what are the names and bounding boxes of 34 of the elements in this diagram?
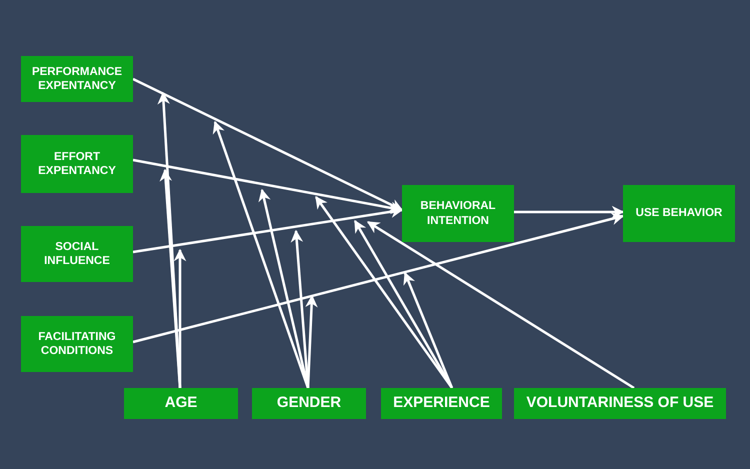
construct-box [21,56,133,102]
construct-box [402,185,514,242]
arrow [132,78,404,212]
construct-box [21,226,133,282]
construct-box [21,135,133,193]
construct-label: SOCIAL INFLUENCE [43,240,111,268]
arrow [403,272,454,388]
arrow [160,168,182,388]
arrow [305,294,318,388]
construct-label: PERFORMANCE EXPENTANCY [30,64,124,94]
arrow [132,158,404,214]
arrow [514,206,624,218]
arrow [132,206,404,254]
construct-box [21,316,133,372]
construct-box [514,388,726,419]
arrow [132,212,624,344]
arrow [258,188,310,388]
construct-label: FACILITATING CONDITIONS [37,330,117,358]
construct-box [124,388,238,419]
arrow [174,248,186,388]
construct-label: AGE [164,394,198,413]
arrow [212,120,310,388]
construct-label: EFFORT EXPENTANCY [37,150,117,178]
construct-label: BEHAVIORAL INTENTION [419,199,497,228]
construct-box [252,388,366,419]
arrow [290,230,310,388]
construct-label: GENDER [276,394,342,413]
construct-box [623,185,735,242]
construct-label: USE BEHAVIOR [634,206,724,221]
construct-box [381,388,502,419]
construct-label: EXPERIENCE [392,394,491,413]
arrow [354,220,454,389]
arrow [366,220,635,390]
construct-label: VOLUNTARINESS OF USE [525,394,715,413]
